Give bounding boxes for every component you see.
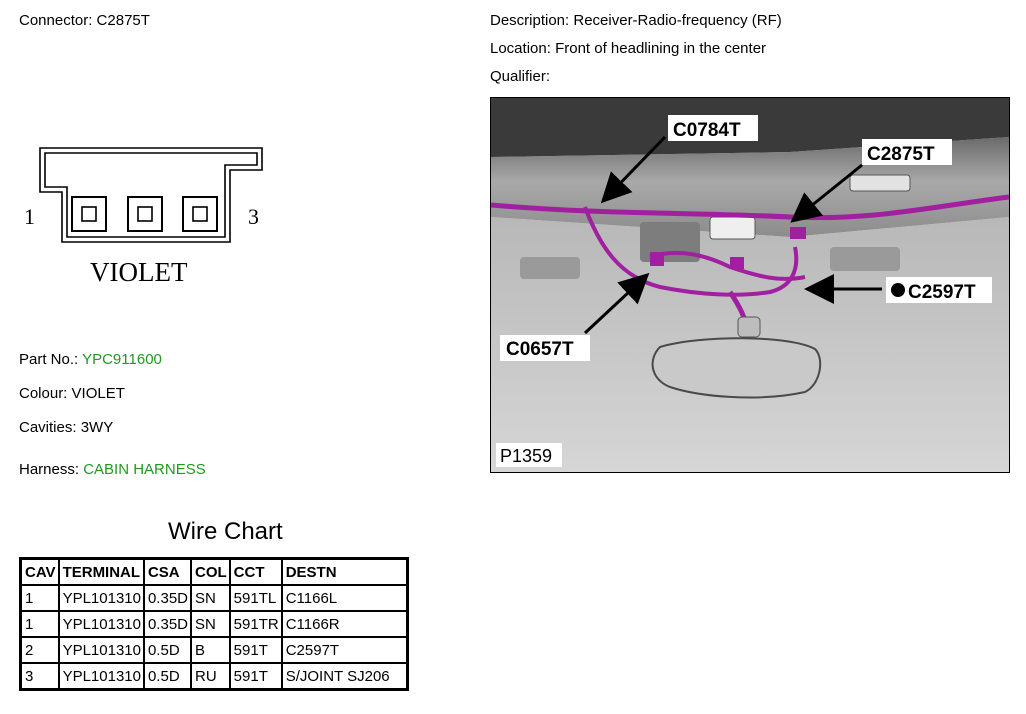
description-line: Description: Receiver-Radio-frequency (R… [490, 12, 782, 29]
column-header: TERMINAL [57, 557, 145, 586]
table-cell: S/JOINT SJ206 [280, 662, 409, 691]
cavity-3-terminal [192, 206, 208, 222]
trim-detail [520, 257, 580, 279]
callout-arrow [583, 272, 650, 335]
callout-box [668, 115, 758, 141]
table-cell: 1 [19, 584, 60, 612]
part-no-line: Part No.: YPC911600 [19, 351, 162, 368]
callout-box [862, 139, 952, 165]
description-label: Description: [490, 12, 570, 29]
colour-value: VIOLET [71, 385, 125, 402]
table-cell: 591T [228, 636, 283, 664]
photo-ref-number: P1359 [500, 446, 552, 466]
photo-ref-box [496, 443, 562, 467]
table-cell: YPL101310 [57, 636, 145, 664]
callout-c0657t: C0657T [506, 339, 574, 360]
table-cell: 591TL [228, 584, 283, 612]
table-cell: 591T [228, 662, 283, 691]
pin-number-left: 1 [24, 204, 35, 229]
table-cell: SN [190, 610, 231, 638]
callout-c0784t: C0784T [673, 120, 741, 141]
callout-c2875t: C2875T [867, 144, 935, 165]
connector-body [650, 252, 664, 266]
table-cell: 3 [19, 662, 60, 691]
callout-arrow [790, 163, 863, 223]
connector-line: Connector: C2875T [19, 12, 150, 29]
table-header-row: CAV TERMINAL CSA COL CCT DESTN [19, 557, 409, 586]
bracket-detail [640, 222, 700, 262]
description-value: Receiver-Radio-frequency (RF) [573, 12, 782, 29]
table-cell: C1166L [280, 584, 409, 612]
bullet-icon [891, 283, 905, 297]
harness-branch [649, 250, 806, 281]
part-no-link[interactable]: YPC911600 [82, 351, 162, 368]
table-row: 1 YPL101310 0.35D SN 591TL C1166L [19, 584, 409, 612]
callout-c2597t: C2597T [908, 282, 976, 303]
callout-arrow [600, 135, 667, 204]
location-line: Location: Front of headlining in the cen… [490, 40, 766, 57]
callout-box [500, 335, 590, 361]
cavities-line: Cavities: 3WY [19, 419, 113, 436]
connector-body [790, 227, 806, 239]
location-photo: C0784T C2875T C2597T C0657T P1359 [490, 97, 1010, 473]
qualifier-line: Qualifier: [490, 68, 550, 85]
housing-outline-inner [44, 152, 258, 238]
mirror-mount [737, 316, 761, 338]
table-cell: YPL101310 [57, 610, 145, 638]
table-cell: 0.35D [142, 584, 193, 612]
column-header: COL [190, 557, 231, 586]
table-cell: C2597T [280, 636, 409, 664]
rf-receiver-module [709, 216, 756, 240]
connector-id: C2875T [96, 12, 150, 29]
trim-detail [830, 247, 900, 271]
table-cell: C1166R [280, 610, 409, 638]
rear-view-mirror [651, 337, 822, 399]
cavity-2 [127, 196, 163, 232]
table-row: 1 YPL101310 0.35D SN 591TR C1166R [19, 610, 409, 638]
connector-body [730, 257, 744, 269]
table-cell: SN [190, 584, 231, 612]
cavities-value: 3WY [80, 419, 114, 436]
table-cell: RU [190, 662, 231, 691]
colour-line: Colour: VIOLET [19, 385, 125, 402]
housing-outline-outer [39, 147, 263, 243]
trim-clip [849, 174, 911, 192]
connector-label: Connector: [19, 12, 93, 29]
connector-colour-text: VIOLET [90, 257, 188, 287]
table-cell: 0.5D [142, 662, 193, 691]
table-cell: 1 [19, 610, 60, 638]
table-cell: 591TR [228, 610, 283, 638]
harness-link[interactable]: CABIN HARNESS [83, 461, 206, 478]
table-row: 3 YPL101310 0.5D RU 591T S/JOINT SJ206 [19, 662, 409, 691]
table-cell: 2 [19, 636, 60, 664]
wire-chart-title: Wire Chart [168, 518, 283, 545]
cavity-1 [71, 196, 107, 232]
column-header: DESTN [280, 557, 409, 586]
column-header: CAV [19, 557, 60, 586]
colour-label: Colour: [19, 385, 68, 402]
table-cell: 0.35D [142, 610, 193, 638]
qualifier-label: Qualifier: [490, 68, 551, 85]
column-header: CSA [142, 557, 193, 586]
pin-number-right: 3 [248, 204, 259, 229]
harness-line: Harness: CABIN HARNESS [19, 461, 206, 478]
connector-face-diagram: 1 3 VIOLET [24, 147, 263, 287]
table-row: 2 YPL101310 0.5D B 591T C2597T [19, 636, 409, 664]
cavities-label: Cavities: [19, 419, 77, 436]
location-label: Location: [490, 40, 551, 57]
column-header: CCT [228, 557, 283, 586]
wire-chart-table: CAV TERMINAL CSA COL CCT DESTN 1 YPL1013… [19, 557, 409, 691]
cavity-3 [182, 196, 218, 232]
location-value: Front of headlining in the center [555, 40, 767, 57]
table-cell: B [190, 636, 231, 664]
table-cell: YPL101310 [57, 662, 145, 691]
table-cell: YPL101310 [57, 584, 145, 612]
table-cell: 0.5D [142, 636, 193, 664]
part-no-label: Part No.: [19, 351, 79, 368]
harness-label: Harness: [19, 461, 80, 478]
cavity-1-terminal [81, 206, 97, 222]
cavity-2-terminal [137, 206, 153, 222]
